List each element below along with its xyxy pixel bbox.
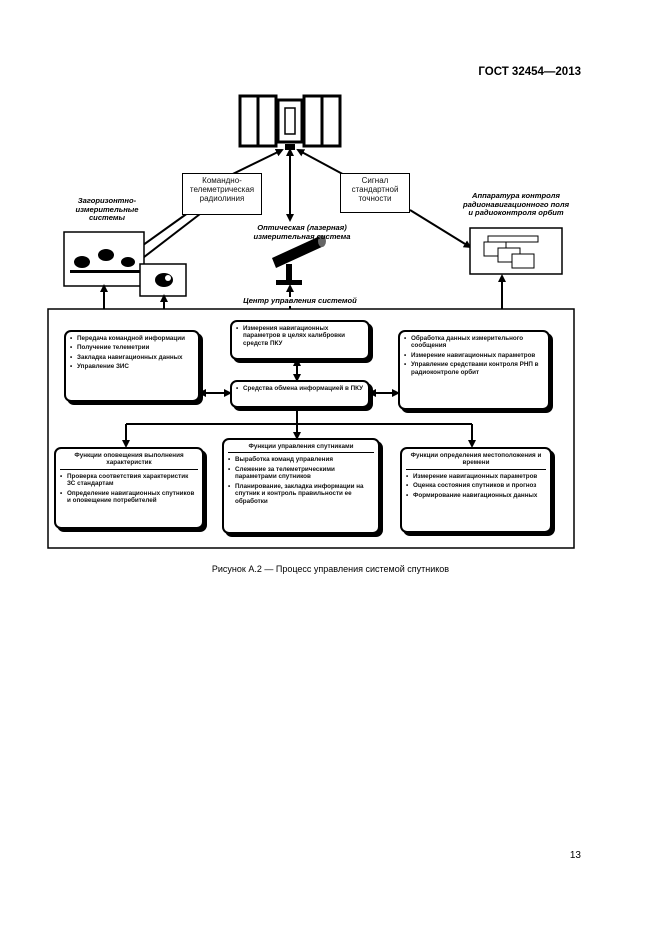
list-item: Управление ЗИС bbox=[70, 363, 194, 371]
measuring-systems-label: Загоризонтно- измерительные системы bbox=[75, 196, 139, 223]
list-item: Управление средствами контроля РНП в рад… bbox=[404, 361, 544, 376]
telescope-icon bbox=[272, 235, 326, 285]
list-item: Закладка навигационных данных bbox=[70, 354, 194, 362]
list-item: Выработка команд управления bbox=[228, 456, 374, 464]
orbit-monitoring-label: Аппаратура контроля радионавигационного … bbox=[462, 191, 570, 218]
list-item: Оценка состояния спутников и прогноз bbox=[406, 482, 546, 490]
positioning-functions-box: Функции определения местоположения и вре… bbox=[400, 447, 552, 533]
satellite-control-functions-box: Функции управления спутниками Выработка … bbox=[222, 438, 380, 534]
data-processing-box: Обработка данных измерительного сообщени… bbox=[398, 330, 550, 410]
standard-time-box: Сигнал стандартной точности bbox=[340, 173, 410, 213]
control-center-label: Центр управления системой bbox=[200, 296, 400, 306]
command-functions-box: Передача командной информации Получение … bbox=[64, 330, 200, 402]
calibration-box: Измерения навигационных параметров в цел… bbox=[230, 320, 370, 360]
list-item: Проверка соответствия характеристик ЗС с… bbox=[60, 473, 198, 488]
satellite-icon bbox=[238, 94, 342, 150]
monitoring-device-icon bbox=[469, 227, 563, 275]
page-number: 13 bbox=[569, 850, 581, 861]
figure-caption: Рисунок А.2 — Процесс управления системо… bbox=[211, 564, 450, 574]
list-item: Получение телеметрии bbox=[70, 344, 194, 352]
list-item: Измерения навигационных параметров в цел… bbox=[236, 325, 364, 347]
list-item: Измерение навигационных параметров bbox=[406, 473, 546, 481]
info-exchange-box: Средства обмена информацией в ПКУ bbox=[230, 380, 370, 408]
command-link-box: Командно- телеметрическая радиолиния bbox=[182, 173, 262, 215]
list-item: Передача командной информации bbox=[70, 335, 194, 343]
list-item: Определение навигационных спутников и оп… bbox=[60, 490, 198, 505]
list-item: Слежение за телеметрическими параметрами… bbox=[228, 466, 374, 481]
list-item: Измерение навигационных параметров bbox=[404, 352, 544, 360]
list-item: Средства обмена информацией в ПКУ bbox=[236, 385, 364, 393]
list-item: Обработка данных измерительного сообщени… bbox=[404, 335, 544, 350]
notification-functions-box: Функции оповещения выполнения характерис… bbox=[54, 447, 204, 529]
optical-system-label: Оптическая (лазерная) измерительная сист… bbox=[253, 223, 351, 241]
document-code: ГОСТ 32454—2013 bbox=[478, 66, 581, 78]
box-title: Функции оповещения выполнения характерис… bbox=[60, 452, 198, 470]
box-title: Функции управления спутниками bbox=[228, 443, 374, 454]
list-item: Планирование, закладка информации на спу… bbox=[228, 483, 374, 505]
list-item: Формирование навигационных данных bbox=[406, 492, 546, 500]
ground-station-icon bbox=[63, 231, 187, 297]
box-title: Функции определения местоположения и вре… bbox=[406, 452, 546, 470]
